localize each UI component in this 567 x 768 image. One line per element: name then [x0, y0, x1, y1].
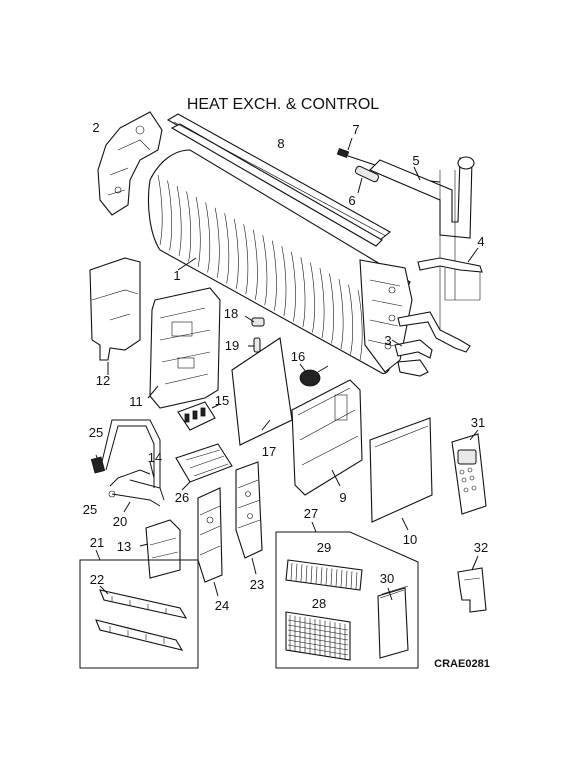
- label-11: 11: [129, 394, 143, 409]
- label-7: 7: [352, 122, 359, 137]
- label-27: 27: [304, 506, 318, 521]
- part-23-bracket: [235, 461, 263, 575]
- label-29: 29: [317, 540, 331, 555]
- label-20: 20: [113, 514, 127, 529]
- part-labels: 2 8 7 5 6 4 1 18 19 16 3 12 11 15 25 17 …: [83, 120, 488, 613]
- label-32: 32: [474, 540, 488, 555]
- part-11-control-box: [147, 287, 221, 409]
- label-23: 23: [250, 577, 264, 592]
- part-4-pipe: [417, 247, 483, 301]
- label-3: 3: [384, 333, 391, 348]
- part-26-clamp: [175, 443, 233, 491]
- part-16-motor: [299, 363, 329, 387]
- part-12-side-panel: [89, 257, 141, 375]
- label-6: 6: [348, 193, 355, 208]
- part-19-spacer: [248, 337, 261, 353]
- part-32-holder: [457, 555, 487, 613]
- label-31: 31: [471, 415, 485, 430]
- label-18: 18: [224, 306, 238, 321]
- label-15: 15: [215, 393, 229, 408]
- part-17-sheet: [231, 337, 293, 446]
- label-12: 12: [96, 373, 110, 388]
- part-3-pipes: [391, 311, 471, 377]
- label-30: 30: [380, 571, 394, 586]
- diagram-title: HEAT EXCH. & CONTROL: [187, 96, 379, 113]
- part-18-fuse: [244, 315, 265, 327]
- label-26: 26: [175, 490, 189, 505]
- part-5-pipe: [369, 156, 475, 340]
- label-5: 5: [412, 153, 419, 168]
- label-4: 4: [477, 234, 484, 249]
- part-6-tube: [354, 165, 380, 194]
- part-15-terminal: [177, 401, 221, 431]
- label-9: 9: [339, 490, 346, 505]
- drawing-code: CRAE0281: [434, 658, 490, 670]
- part-9-pcb-housing: [291, 379, 363, 496]
- part-14-harness: [129, 461, 165, 501]
- label-17: 17: [262, 444, 276, 459]
- label-19: 19: [225, 338, 239, 353]
- part-13-bracket: [139, 519, 181, 579]
- label-2: 2: [92, 120, 99, 135]
- label-16: 16: [291, 349, 305, 364]
- label-28: 28: [312, 596, 326, 611]
- label-25b: 25: [83, 502, 97, 517]
- label-13: 13: [117, 539, 131, 554]
- part-10-cover: [369, 417, 433, 531]
- label-10: 10: [403, 532, 417, 547]
- part-24-bracket: [197, 487, 223, 597]
- label-25a: 25: [89, 425, 103, 440]
- part-2-side-bracket: [97, 111, 163, 216]
- label-24: 24: [215, 598, 229, 613]
- box-27-assembly: [275, 521, 419, 669]
- box-21-assembly: [79, 549, 199, 669]
- part-31-remote: [451, 429, 487, 515]
- label-8: 8: [277, 136, 284, 151]
- part-1-heat-exchanger: [147, 149, 413, 375]
- label-1: 1: [173, 268, 180, 283]
- part-20-cable: [108, 490, 161, 513]
- part-8-top-rail: [166, 113, 391, 247]
- label-22: 22: [90, 572, 104, 587]
- part-25-wiring: [90, 419, 161, 488]
- label-14: 14: [148, 450, 162, 465]
- label-21: 21: [90, 535, 104, 550]
